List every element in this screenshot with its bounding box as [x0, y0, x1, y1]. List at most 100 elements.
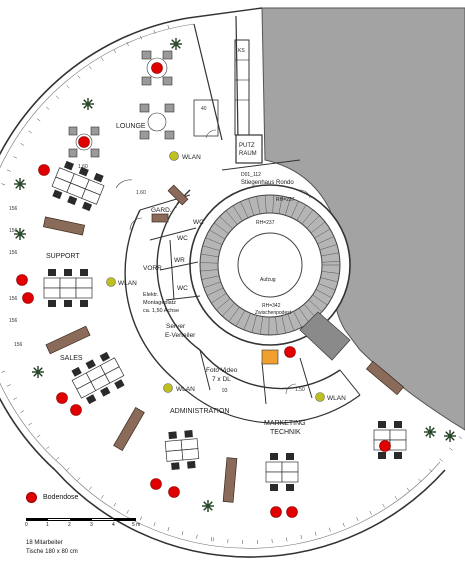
- plant-icon: [202, 500, 214, 512]
- bodendose-icon: [379, 440, 391, 452]
- office-chair: [85, 359, 96, 370]
- label-administration: ADMINISTRATION: [170, 408, 229, 415]
- desk: [43, 287, 61, 299]
- office-chair: [187, 460, 196, 469]
- plant-icon: [14, 178, 26, 190]
- dim-label: 156: [9, 228, 18, 234]
- office-chair: [93, 172, 104, 183]
- bodendose-icon: [286, 506, 298, 518]
- label-montage-1: Elektr.: [143, 292, 159, 298]
- label-putz-1: PUTZ: [239, 143, 255, 149]
- label-marketing-2: TECHNIK: [270, 429, 301, 436]
- desk: [75, 277, 93, 289]
- office-chair: [78, 166, 89, 177]
- dim-label: 1.60: [136, 190, 146, 196]
- scale-tick: 2: [68, 522, 71, 528]
- dim-label: 1.50: [295, 387, 305, 393]
- plant-icon: [14, 228, 26, 240]
- scale-tick: 1: [46, 522, 49, 528]
- office-chair: [114, 379, 125, 390]
- plant-icon: [424, 426, 436, 438]
- bodendose-icon: [56, 392, 68, 404]
- svg-text:WLAN: WLAN: [327, 395, 346, 402]
- office-chair: [80, 300, 88, 307]
- bodendose-icon: [16, 274, 28, 286]
- office-chair: [52, 189, 63, 200]
- office-chair: [378, 421, 386, 428]
- desk: [281, 471, 299, 483]
- svg-text:WLAN: WLAN: [176, 386, 195, 393]
- office-chair: [85, 394, 97, 405]
- desk: [181, 448, 200, 461]
- dim-label: 156: [14, 342, 23, 348]
- label-foto-1: Foto Video: [206, 367, 238, 374]
- wlan-marker: WLAN: [315, 392, 346, 402]
- plants: [14, 38, 456, 512]
- service-rooms: [139, 159, 361, 405]
- legend-bodendose: Bodendose: [26, 492, 78, 503]
- office-chair: [100, 386, 111, 397]
- label-marketing-1: MARKETING: [264, 420, 306, 427]
- office-chair: [82, 201, 93, 212]
- dim-label: 156: [9, 318, 18, 324]
- desk: [165, 449, 184, 462]
- desk: [180, 438, 199, 451]
- scale-tick: 3: [90, 522, 93, 528]
- bodendose-icon: [26, 492, 37, 503]
- plant-icon: [444, 430, 456, 442]
- svg-text:WLAN: WLAN: [118, 280, 137, 287]
- scale-tick: 4: [112, 522, 115, 528]
- label-server-2: E-Verteiler: [165, 332, 196, 339]
- bodendose-icon: [70, 404, 82, 416]
- svg-text:WLAN: WLAN: [182, 154, 201, 161]
- label-stair-1: D01_112: [241, 172, 261, 178]
- outer-facade: [0, 17, 446, 558]
- label-support: SUPPORT: [46, 253, 80, 260]
- plant-icon: [170, 38, 182, 50]
- label-montage-2: Montageplatz: [143, 300, 176, 306]
- office-chair: [270, 453, 278, 460]
- office-chair: [270, 484, 278, 491]
- label-ks: KS: [238, 48, 245, 54]
- office-chair: [286, 453, 294, 460]
- desk: [59, 277, 77, 289]
- office-chair: [63, 160, 74, 171]
- office-chair: [168, 431, 177, 440]
- label-server-1: Server: [166, 323, 186, 330]
- office-chair: [64, 269, 72, 276]
- wlan-marker: WLAN: [106, 277, 137, 287]
- stair-steps: [200, 195, 340, 335]
- scale-bar: 0 1 2 3 4 5 m: [25, 518, 146, 532]
- desk: [389, 429, 407, 441]
- desk: [389, 439, 407, 451]
- office-chair: [64, 300, 72, 307]
- label-rh342-2: Zwischenpodest: [255, 310, 292, 316]
- bodendose-icon: [150, 478, 162, 490]
- label-wc-3: WC: [177, 285, 188, 292]
- scale-seg: [70, 518, 92, 521]
- dim-label: 93: [222, 388, 228, 394]
- desk-cluster: [51, 160, 105, 212]
- label-sales: SALES: [60, 355, 83, 362]
- desk: [265, 461, 283, 473]
- office-chair: [378, 452, 386, 459]
- wlan-marker: WLAN: [163, 383, 195, 393]
- dim-label: 156: [9, 250, 18, 256]
- credenzas: [42, 184, 405, 503]
- plant-icon: [82, 98, 94, 110]
- bodendose-icon: [284, 346, 296, 358]
- office-chair: [80, 269, 88, 276]
- label-rh227: RH=227: [276, 197, 295, 203]
- desk: [104, 366, 125, 384]
- bodendose-icon: [22, 292, 34, 304]
- label-rh237: RH=237: [256, 220, 275, 226]
- office-chair: [99, 351, 111, 362]
- desk: [81, 188, 101, 205]
- bodendose-icon: [38, 164, 50, 176]
- dim-label: 1.60: [78, 164, 88, 170]
- office-chair: [71, 366, 82, 377]
- desk-clusters: [43, 160, 407, 491]
- floor-sockets: [16, 62, 391, 518]
- label-montage-3: ca. 1,50 Achse: [143, 308, 179, 314]
